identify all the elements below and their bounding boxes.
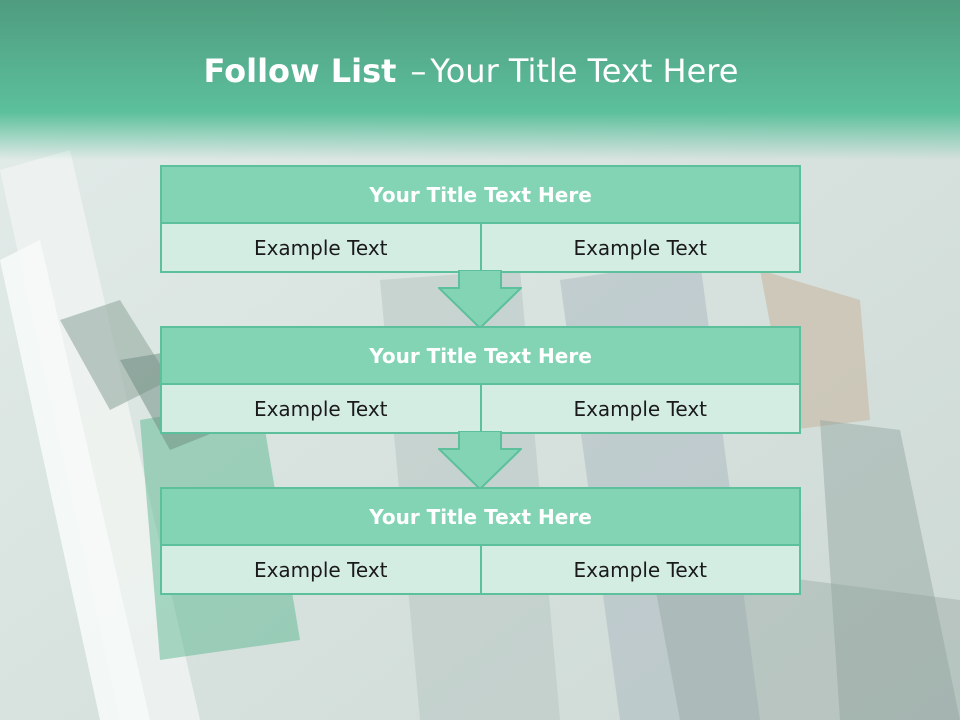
block-cell-right: Example Text bbox=[573, 235, 708, 260]
list-block-3: Your Title Text Here Example Text Exampl… bbox=[160, 487, 801, 595]
block-cell-left: Example Text bbox=[162, 385, 482, 432]
list-block-1: Your Title Text Here Example Text Exampl… bbox=[160, 165, 801, 273]
page-title: Follow List–Your Title Text Here bbox=[0, 52, 942, 90]
block-title: Your Title Text Here bbox=[162, 328, 799, 385]
list-block-2: Your Title Text Here Example Text Exampl… bbox=[160, 326, 801, 434]
down-arrow-icon bbox=[438, 431, 522, 491]
down-arrow-icon bbox=[438, 270, 522, 330]
block-row: Example Text Example Text bbox=[162, 385, 799, 432]
header-band bbox=[0, 0, 960, 160]
block-title: Your Title Text Here bbox=[162, 167, 799, 224]
block-row: Example Text Example Text bbox=[162, 224, 799, 271]
block-cell-left: Example Text bbox=[162, 546, 482, 593]
block-cell-right: Example Text bbox=[573, 557, 708, 582]
block-cell-right: Example Text bbox=[573, 396, 708, 421]
block-row: Example Text Example Text bbox=[162, 546, 799, 593]
block-title: Your Title Text Here bbox=[162, 489, 799, 546]
title-dash: – bbox=[410, 52, 427, 90]
title-rest: Your Title Text Here bbox=[430, 52, 739, 90]
title-bold: Follow List bbox=[203, 52, 397, 90]
block-cell-left: Example Text bbox=[162, 224, 482, 271]
